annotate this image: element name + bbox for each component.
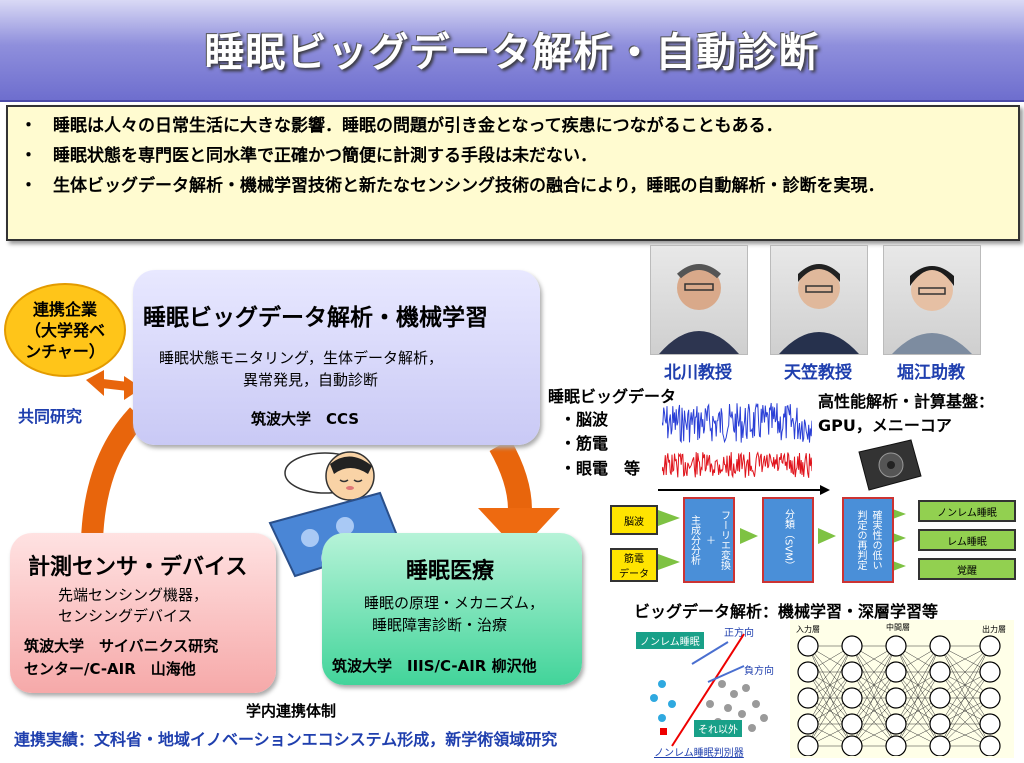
- name-horie: 堀江助教: [897, 363, 965, 383]
- page-title: 睡眠ビッグデータ解析・自動診断: [204, 30, 820, 76]
- flow-reclassify: 確実性の低い 判定の再判定: [842, 497, 894, 583]
- bigdata-item: ・眼電 等: [560, 459, 641, 478]
- portrait-kitagawa: [650, 245, 748, 355]
- svm-figure: ノンレム睡眠 正方向 負方向 それ以外 ノンレム睡眠判別器: [632, 624, 780, 762]
- flow-output-wake: 覚醒: [918, 558, 1016, 580]
- sensor-box-org1: 筑波大学 サイバニクス研究: [24, 637, 219, 655]
- eeg-waveform: [662, 402, 812, 444]
- flow-output-rem: レム睡眠: [918, 529, 1016, 551]
- bigdata-title: 睡眠ビッグデータ: [548, 387, 677, 406]
- arrow-left-arc: [81, 407, 147, 541]
- sensor-box-title: 計測センサ・デバイス: [28, 555, 248, 580]
- ml-box-org: 筑波大学 CCS: [251, 410, 360, 428]
- ml-caption: ビッグデータ解析：機械学習・深層学習等: [634, 602, 939, 621]
- portrait-amagasa: [770, 245, 868, 355]
- nn-node: [797, 687, 819, 709]
- sensor-box: 計測センサ・デバイス 先端センシング機器， センシングデバイス 筑波大学 サイバ…: [10, 533, 276, 693]
- nn-node: [929, 661, 951, 683]
- nn-node: [841, 713, 863, 735]
- bigdata-item: ・脳波: [560, 410, 609, 429]
- svm-label-other: それ以外: [694, 720, 742, 737]
- ml-box-desc1: 睡眠状態モニタリング，生体データ解析，: [159, 349, 443, 367]
- hpc-line2: GPU，メニーコア: [818, 416, 952, 435]
- partner-line2: （大学発ベ: [24, 320, 105, 340]
- nn-node: [929, 635, 951, 657]
- nn-node: [885, 635, 907, 657]
- sensor-box-org2: センター/C-AIR 山海他: [24, 660, 196, 678]
- nn-hidden-label: 中間層: [886, 623, 910, 632]
- medicine-box: 睡眠医療 睡眠の原理・メカニズム， 睡眠障害診断・治療 筑波大学 IIIS/C-…: [322, 533, 582, 685]
- partner-company-circle: 連携企業 （大学発ベ ンチャー）: [4, 283, 126, 377]
- nn-node: [841, 687, 863, 709]
- nn-input-label: 入力層: [796, 625, 820, 634]
- nn-output-label: 出力層: [982, 625, 1006, 634]
- arrow-right-down: [489, 439, 532, 511]
- sleeping-person-illustration: [268, 451, 402, 578]
- flow-fourier-pca: フーリエ変換 ＋ 主成分分析: [683, 497, 735, 583]
- partner-line3: ンチャー）: [25, 341, 105, 361]
- nn-node: [979, 687, 1001, 709]
- svm-caption: ノンレム睡眠判別器: [654, 748, 744, 759]
- name-amagasa: 天笠教授: [784, 363, 852, 383]
- nn-node: [929, 735, 951, 756]
- joint-research-label: 共同研究: [18, 407, 83, 426]
- medicine-box-desc1: 睡眠の原理・メカニズム，: [364, 594, 545, 612]
- neural-net-figure: 入力層 中間層 出力層: [790, 620, 1014, 758]
- internal-collab-label: 学内連携体制: [246, 702, 337, 720]
- bigdata-item: ・筋電: [560, 434, 609, 453]
- nn-node: [885, 713, 907, 735]
- nn-node: [885, 661, 907, 683]
- svm-label-nonrem: ノンレム睡眠: [636, 632, 704, 649]
- portrait-horie: [883, 245, 981, 355]
- emg-waveform: [662, 451, 812, 479]
- nn-node: [797, 661, 819, 683]
- name-kitagawa: 北川教授: [664, 363, 732, 383]
- gpu-card-icon: [858, 439, 922, 491]
- arrow-right-head: [478, 508, 560, 552]
- partner-line1: 連携企業: [32, 299, 97, 319]
- nn-node: [841, 661, 863, 683]
- summary-item: 生体ビッグデータ解析・機械学習技術と新たなセンシング技術の融合により，睡眠の自動…: [8, 173, 1018, 199]
- svm-label-pos: 正方向: [724, 628, 754, 639]
- svm-label-neg: 負方向: [744, 666, 774, 677]
- nn-node: [979, 635, 1001, 657]
- nn-node: [797, 735, 819, 756]
- cycle-arrows: [81, 370, 560, 552]
- medicine-box-title: 睡眠医療: [406, 559, 495, 584]
- sensor-box-desc2: センシングデバイス: [58, 607, 193, 625]
- summary-item: 睡眠状態を専門医と同水準で正確かつ簡便に計測する手段は未だない．: [8, 143, 1018, 169]
- ml-box: 睡眠ビッグデータ解析・機械学習 睡眠状態モニタリング，生体データ解析， 異常発見…: [133, 270, 540, 445]
- nn-node: [979, 661, 1001, 683]
- nn-node: [841, 635, 863, 657]
- signal-waveforms: [662, 402, 812, 479]
- nn-node: [929, 687, 951, 709]
- flow-svm: 分類（SVM）: [762, 497, 814, 583]
- summary-item: 睡眠は人々の日常生活に大きな影響．睡眠の問題が引き金となって疾患につながることも…: [8, 113, 1018, 139]
- nn-diagram: [797, 635, 1001, 756]
- nn-node: [979, 713, 1001, 735]
- nn-node: [885, 735, 907, 756]
- nn-node: [979, 735, 1001, 756]
- flow-input-emg: 筋電 データ: [610, 548, 658, 582]
- medicine-box-org: 筑波大学 IIIS/C-AIR 柳沢他: [332, 657, 537, 675]
- nn-node: [885, 687, 907, 709]
- nn-node: [797, 635, 819, 657]
- hpc-line1: 高性能解析・計算基盤：: [818, 392, 995, 411]
- nn-node: [841, 735, 863, 756]
- title-bar: [0, 0, 1024, 102]
- summary-box: 睡眠は人々の日常生活に大きな影響．睡眠の問題が引き金となって疾患につながることも…: [6, 105, 1020, 241]
- medicine-box-desc2: 睡眠障害診断・治療: [372, 616, 508, 634]
- ml-box-title: 睡眠ビッグデータ解析・機械学習: [143, 305, 488, 331]
- flow-input-eeg: 脳波: [610, 505, 658, 535]
- nn-node: [797, 713, 819, 735]
- ml-box-desc2: 異常発見，自動診断: [243, 371, 379, 389]
- flow-output-nonrem: ノンレム睡眠: [918, 500, 1016, 522]
- nn-node: [929, 713, 951, 735]
- sensor-box-desc1: 先端センシング機器，: [58, 586, 209, 604]
- collab-achievements: 連携実績：文科省・地域イノベーションエコシステム形成，新学術領域研究: [14, 730, 558, 749]
